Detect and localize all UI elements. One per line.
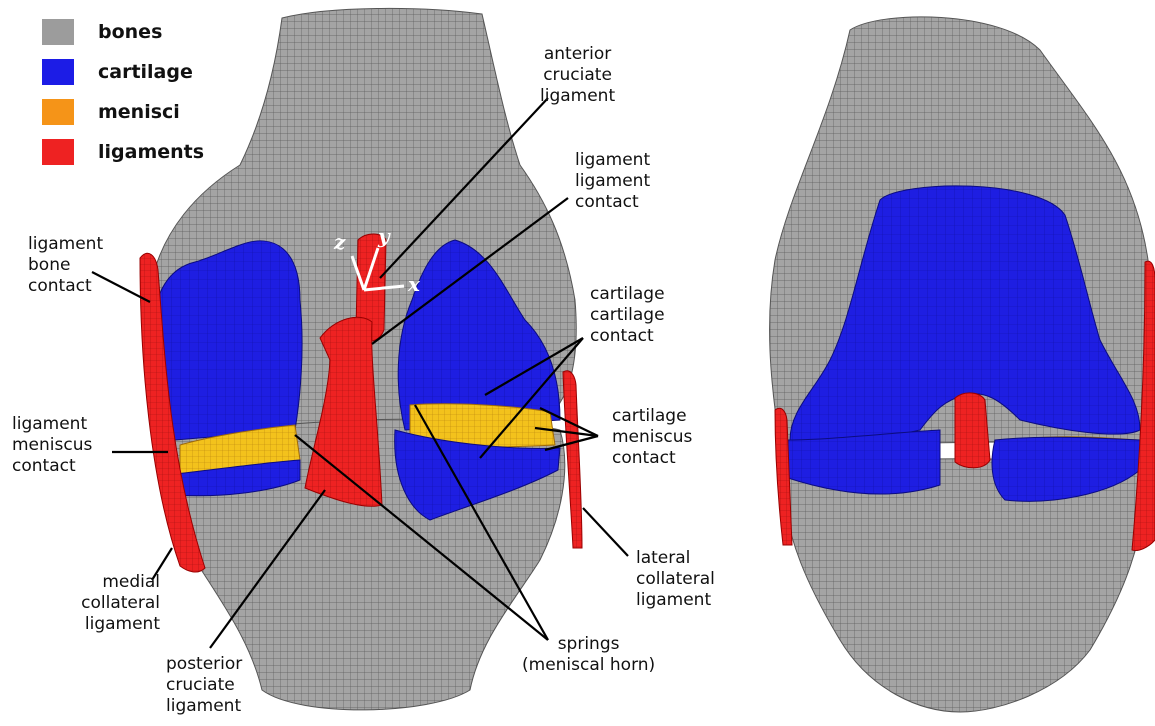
axis-label-x: x [408, 272, 420, 296]
mcl-line-2: collateral [60, 593, 160, 614]
lcl-line-3: ligament [636, 590, 715, 611]
lbc-line-1: ligament [28, 234, 103, 255]
lcl-line-2: collateral [636, 569, 715, 590]
ccc-line-2: cartilage [590, 305, 665, 326]
right-tibia [780, 459, 1145, 712]
legend: bones cartilage menisci ligaments [42, 12, 204, 172]
acl-line-1: anterior [540, 44, 615, 65]
label-posterior-cruciate-ligament: posterior cruciate ligament [166, 654, 242, 717]
left-knee-model [140, 8, 582, 709]
llc-line-3: contact [575, 192, 650, 213]
cmc-line-2: meniscus [612, 427, 692, 448]
mcl-line-1: medial [60, 572, 160, 593]
leader-lcl [583, 508, 628, 556]
cmc-line-3: contact [612, 448, 692, 469]
legend-item-ligaments: ligaments [42, 132, 204, 172]
label-springs-meniscal-horn: springs (meniscal horn) [522, 634, 655, 676]
right-knee-model [770, 17, 1155, 712]
springs-line-1: springs [522, 634, 655, 655]
left-lateral-collateral-ligament [563, 371, 582, 548]
ccc-line-1: cartilage [590, 284, 665, 305]
lbc-line-3: contact [28, 276, 103, 297]
label-ligament-bone-contact: ligament bone contact [28, 234, 103, 297]
label-ligament-meniscus-contact: ligament meniscus contact [12, 414, 92, 477]
swatch-cartilage [42, 59, 74, 85]
right-cruciate-ligament [955, 393, 990, 468]
legend-item-menisci: menisci [42, 92, 204, 132]
lmc-line-2: meniscus [12, 435, 92, 456]
mcl-line-3: ligament [60, 614, 160, 635]
ccc-line-3: contact [590, 326, 665, 347]
legend-item-cartilage: cartilage [42, 52, 204, 92]
label-anterior-cruciate-ligament: anterior cruciate ligament [540, 44, 615, 107]
cmc-line-1: cartilage [612, 406, 692, 427]
axis-label-y: y [378, 224, 390, 248]
acl-line-3: ligament [540, 86, 615, 107]
lbc-line-2: bone [28, 255, 103, 276]
acl-line-2: cruciate [540, 65, 615, 86]
llc-line-2: ligament [575, 171, 650, 192]
label-cartilage-cartilage-contact: cartilage cartilage contact [590, 284, 665, 347]
pcl-line-3: ligament [166, 696, 242, 717]
llc-line-1: ligament [575, 150, 650, 171]
lcl-line-1: lateral [636, 548, 715, 569]
pcl-line-1: posterior [166, 654, 242, 675]
swatch-menisci [42, 99, 74, 125]
legend-label-cartilage: cartilage [98, 61, 193, 83]
swatch-ligaments [42, 139, 74, 165]
label-medial-collateral-ligament: medial collateral ligament [60, 572, 160, 635]
lmc-line-1: ligament [12, 414, 92, 435]
legend-label-ligaments: ligaments [98, 141, 204, 163]
label-lateral-collateral-ligament: lateral collateral ligament [636, 548, 715, 611]
axis-label-z: z [334, 230, 345, 254]
lmc-line-3: contact [12, 456, 92, 477]
label-cartilage-meniscus-contact: cartilage meniscus contact [612, 406, 692, 469]
swatch-bones [42, 19, 74, 45]
label-ligament-ligament-contact: ligament ligament contact [575, 150, 650, 213]
pcl-line-2: cruciate [166, 675, 242, 696]
legend-item-bones: bones [42, 12, 204, 52]
springs-line-2: (meniscal horn) [522, 655, 655, 676]
legend-label-bones: bones [98, 21, 162, 43]
legend-label-menisci: menisci [98, 101, 180, 123]
right-tibial-cartilage-medial [788, 430, 940, 494]
